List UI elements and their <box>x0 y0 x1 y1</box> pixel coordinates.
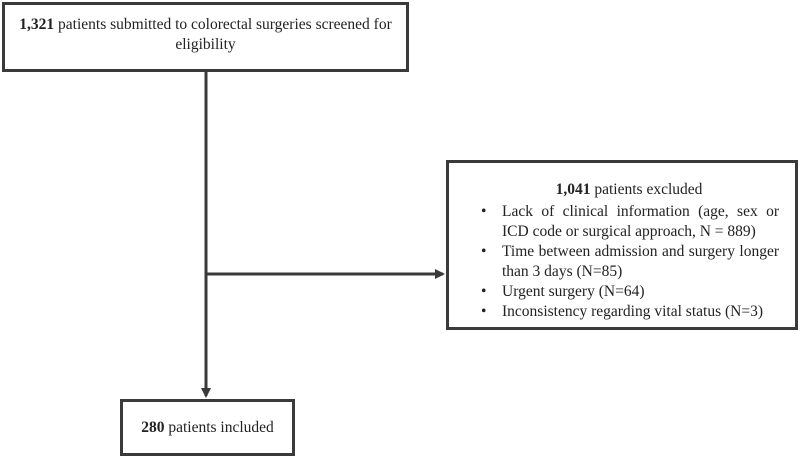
screened-text: patients submitted to colorectal surgeri… <box>54 16 392 53</box>
exclusion-reason-item: Urgent surgery (N=64) <box>479 282 779 302</box>
screened-count: 1,321 <box>19 16 55 33</box>
excluded-box: 1,041 patients excluded Lack of clinical… <box>446 160 798 330</box>
included-text: patients included <box>164 419 274 436</box>
excluded-title: 1,041 patients excluded <box>479 180 779 200</box>
exclusion-reason-item: Inconsistency regarding vital status (N=… <box>479 302 779 322</box>
exclusion-reason-item: Lack of clinical information (age, sex o… <box>479 202 779 242</box>
included-count: 280 <box>141 419 165 436</box>
included-box: 280 patients included <box>120 399 295 456</box>
exclusion-reasons-list: Lack of clinical information (age, sex o… <box>479 202 779 322</box>
exclusion-reason-item: Time between admission and surgery longe… <box>479 242 779 282</box>
screened-box: 1,321 patients submitted to colorectal s… <box>2 2 409 72</box>
excluded-text: patients excluded <box>590 181 703 198</box>
excluded-count: 1,041 <box>555 181 591 198</box>
